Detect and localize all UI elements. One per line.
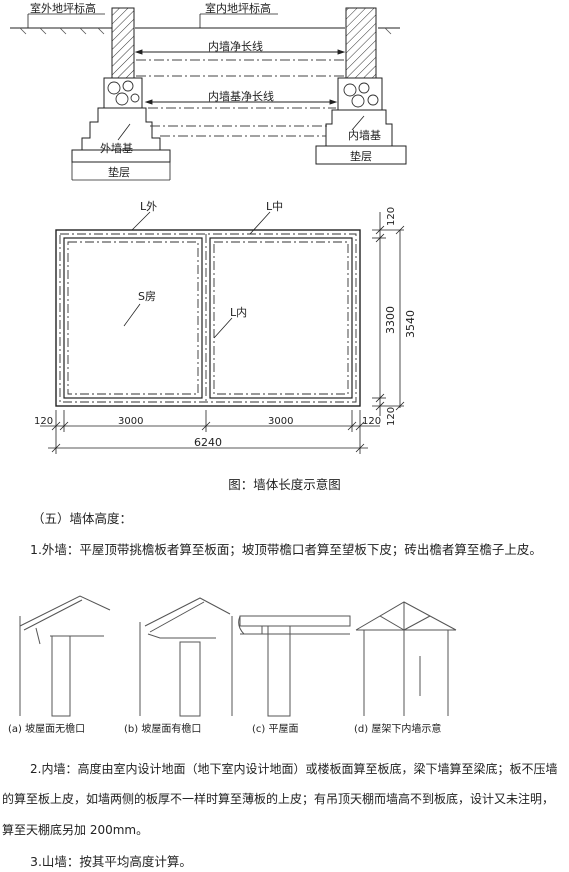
item-gable-wall: 3.山墙：按其平均高度计算。 — [30, 854, 192, 869]
label-inner-wall-net: 内墙净长线 — [208, 39, 263, 53]
label-cushion-right: 垫层 — [350, 149, 372, 163]
dim-3300: 3300 — [384, 306, 397, 334]
dim-right-120: 120 — [362, 416, 381, 427]
label-l-center: L中 — [266, 200, 283, 213]
label-outer-foundation: 外墙基 — [100, 141, 133, 155]
dim-3000-left: 3000 — [118, 416, 143, 427]
label-inner-foundation: 内墙基 — [348, 128, 381, 142]
dim-left-120: 120 — [34, 416, 53, 427]
item-inner-wall-line2: 的算至板上皮，如墙两侧的板厚不一样时算至薄板的上皮；有吊顶天棚而墙高不到板底，设… — [2, 792, 555, 806]
label-indoor-floor: 室内地坪标高 — [205, 1, 271, 15]
label-l-outer: L外 — [140, 200, 157, 213]
roof-caption-b: (b) 坡屋面有檐口 — [124, 722, 201, 735]
dim-top-120: 120 — [386, 207, 397, 226]
label-inner-foundation-net: 内墙基净长线 — [208, 89, 274, 103]
dim-3540: 3540 — [404, 310, 417, 338]
dim-bottom-120-right: 120 — [386, 407, 397, 426]
figure-caption: 图：墙体长度示意图 — [228, 477, 341, 492]
roof-caption-c: (c) 平屋面 — [252, 723, 298, 735]
label-l-inner: L内 — [230, 305, 247, 319]
wall-section-diagram: 室外地坪标高 室内地坪标高 内墙净长线 内墙基净长线 外墙基 内墙基 垫层 垫层 — [10, 1, 407, 181]
dim-6240: 6240 — [194, 436, 222, 449]
label-cushion-left: 垫层 — [108, 165, 130, 179]
item-inner-wall-line3: 算至天棚底另加 200mm。 — [2, 823, 149, 837]
wall-plan-diagram: L外 L中 L内 S房 120 3300 3540 120 120 3000 3… — [34, 200, 417, 454]
item-inner-wall-line1: 2.内墙：高度由室内设计地面（地下室内设计地面）或楼板面算至板底，梁下墙算至梁底… — [30, 762, 558, 776]
roof-caption-d: (d) 屋架下内墙示意 — [354, 722, 441, 735]
item-outer-wall: 1.外墙：平屋顶带挑檐板者算至板面；坡顶带檐口者算至望板下皮；砖出檐者算至檐子上… — [30, 542, 542, 557]
label-outdoor-floor: 室外地坪标高 — [30, 1, 96, 15]
label-s-room: S房 — [138, 290, 156, 303]
dim-3000-right: 3000 — [268, 416, 293, 427]
roof-sketches: (a) 坡屋面无檐口 (b) 坡屋面有檐口 (c) 平屋面 (d) 屋架下内墙示… — [8, 595, 457, 735]
section-heading: （五）墙体高度： — [32, 511, 133, 526]
roof-caption-a: (a) 坡屋面无檐口 — [8, 722, 85, 735]
